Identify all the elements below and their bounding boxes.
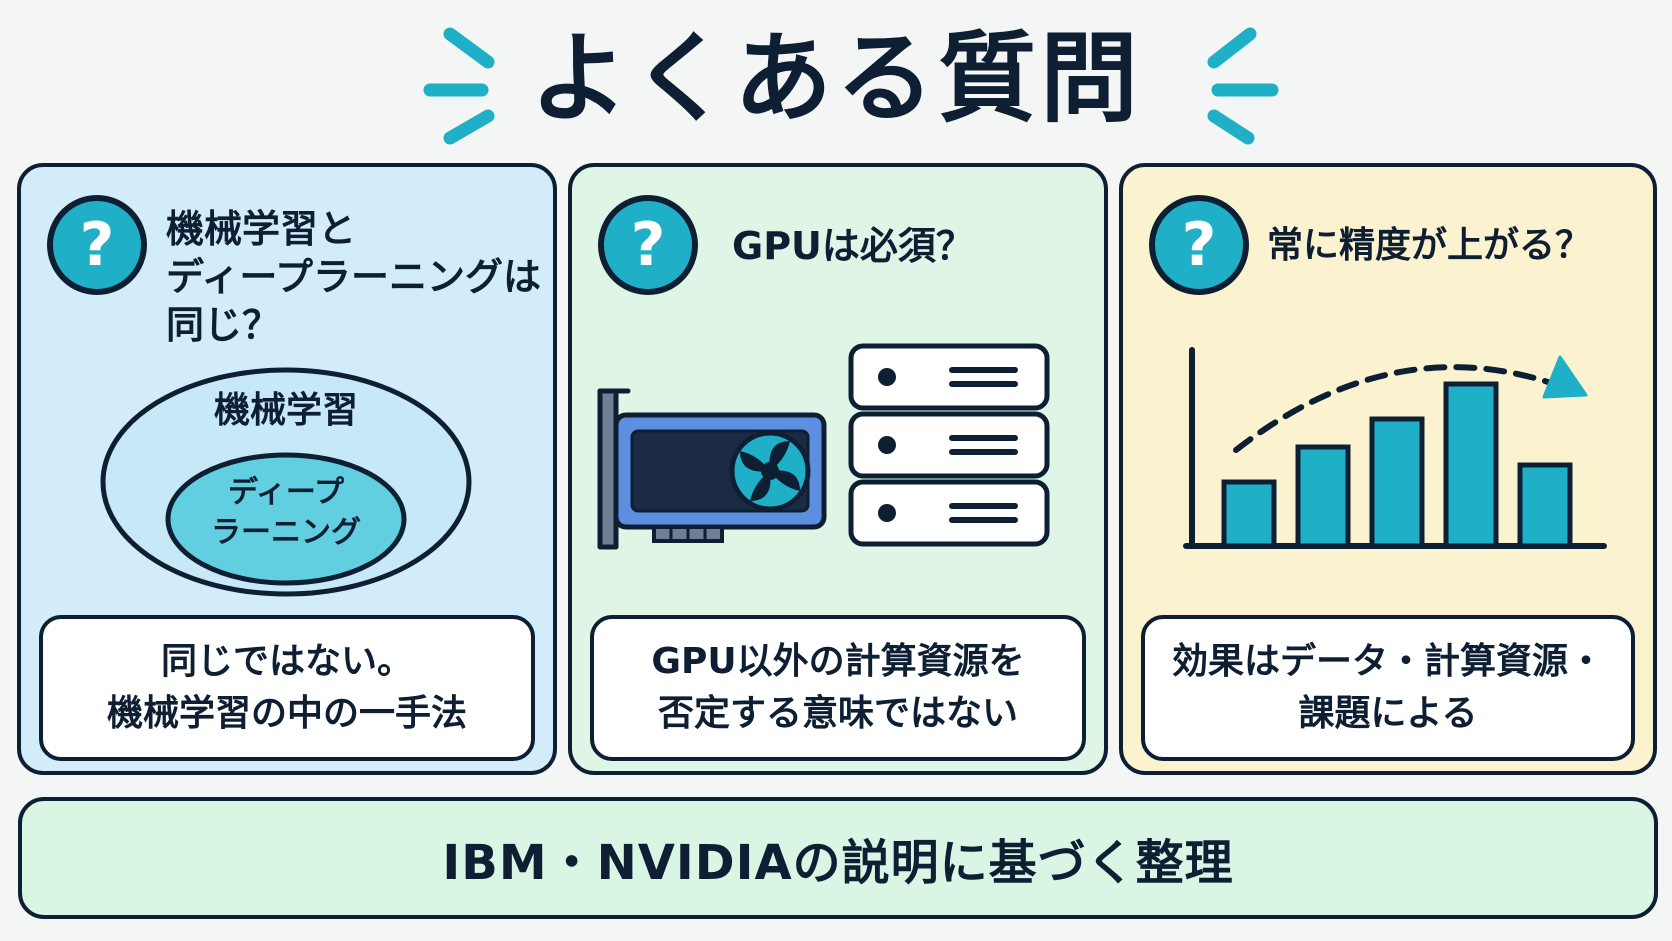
footer-source-note: IBM・NVIDIAの説明に基づく整理 — [442, 835, 1234, 891]
inner-ellipse-deep-learning — [165, 452, 407, 586]
svg-text:?: ? — [80, 210, 115, 280]
svg-text:?: ? — [1182, 210, 1217, 280]
inner-label-line: ラーニング — [211, 515, 361, 550]
svg-text:?: ? — [631, 210, 666, 280]
chart-bar — [1295, 444, 1351, 549]
answer-line: 機械学習の中の一手法 — [106, 693, 467, 734]
question-line: GPUは必須？ — [732, 224, 974, 268]
question-line: 同じ？ — [166, 303, 281, 347]
answer-box: 効果はデータ・計算資源・ 課題による — [1141, 615, 1635, 761]
question-mark-icon: ? — [598, 195, 698, 295]
question-line: ディープラーニングは — [166, 255, 542, 299]
answer-line: GPU以外の計算資源を — [651, 641, 1025, 682]
answer-box: GPU以外の計算資源を 否定する意味ではない — [590, 615, 1086, 761]
answer-box: 同じではない。 機械学習の中の一手法 — [39, 615, 535, 761]
chart-bar — [1369, 416, 1425, 549]
burst-right-icon — [1207, 27, 1279, 145]
answer-line: 効果はデータ・計算資源・ — [1171, 641, 1604, 682]
answer-line: 課題による — [1298, 693, 1478, 734]
question-line: 機械学習と — [166, 207, 357, 251]
card-question: 機械学習と ディープラーニングは 同じ？ — [166, 205, 546, 349]
chart-bar — [1517, 462, 1573, 549]
card-question: 常に精度が上がる？ — [1267, 222, 1657, 270]
chart-bar — [1221, 479, 1277, 549]
faq-card-ml-vs-dl: ? 機械学習と ディープラーニングは 同じ？ 機械学習 ディープ ラーニング 同… — [17, 163, 557, 775]
answer-line: 同じではない。 — [160, 641, 413, 682]
trend-line — [1233, 364, 1551, 453]
venn-diagram: 機械学習 ディープ ラーニング — [100, 367, 472, 597]
answer-line: 否定する意味ではない — [657, 693, 1018, 734]
bar-chart-trend-icon — [1183, 347, 1607, 549]
burst-left-icon — [423, 27, 495, 145]
outer-label: 機械学習 — [214, 389, 358, 431]
question-mark-icon: ? — [1149, 195, 1249, 295]
faq-card-gpu-required: ? GPUは必須？ — [568, 163, 1108, 775]
gpu-card-icon — [597, 388, 827, 550]
page-title: よくある質問 — [529, 22, 1142, 136]
card-question: GPUは必須？ — [732, 222, 1092, 270]
server-rack-icon — [848, 343, 1050, 547]
footer-banner: IBM・NVIDIAの説明に基づく整理 — [18, 797, 1658, 919]
title-area: よくある質問 — [0, 14, 1672, 144]
inner-label-line: ディープ — [228, 475, 345, 510]
question-line: 常に精度が上がる？ — [1267, 225, 1592, 266]
question-mark-icon: ? — [47, 195, 147, 295]
chart-bar — [1443, 381, 1499, 549]
trend-arrowhead — [1542, 355, 1588, 399]
faq-card-accuracy: ? 常に精度が上がる？ 効果はデータ・計算資源・ 課題による — [1119, 163, 1657, 775]
